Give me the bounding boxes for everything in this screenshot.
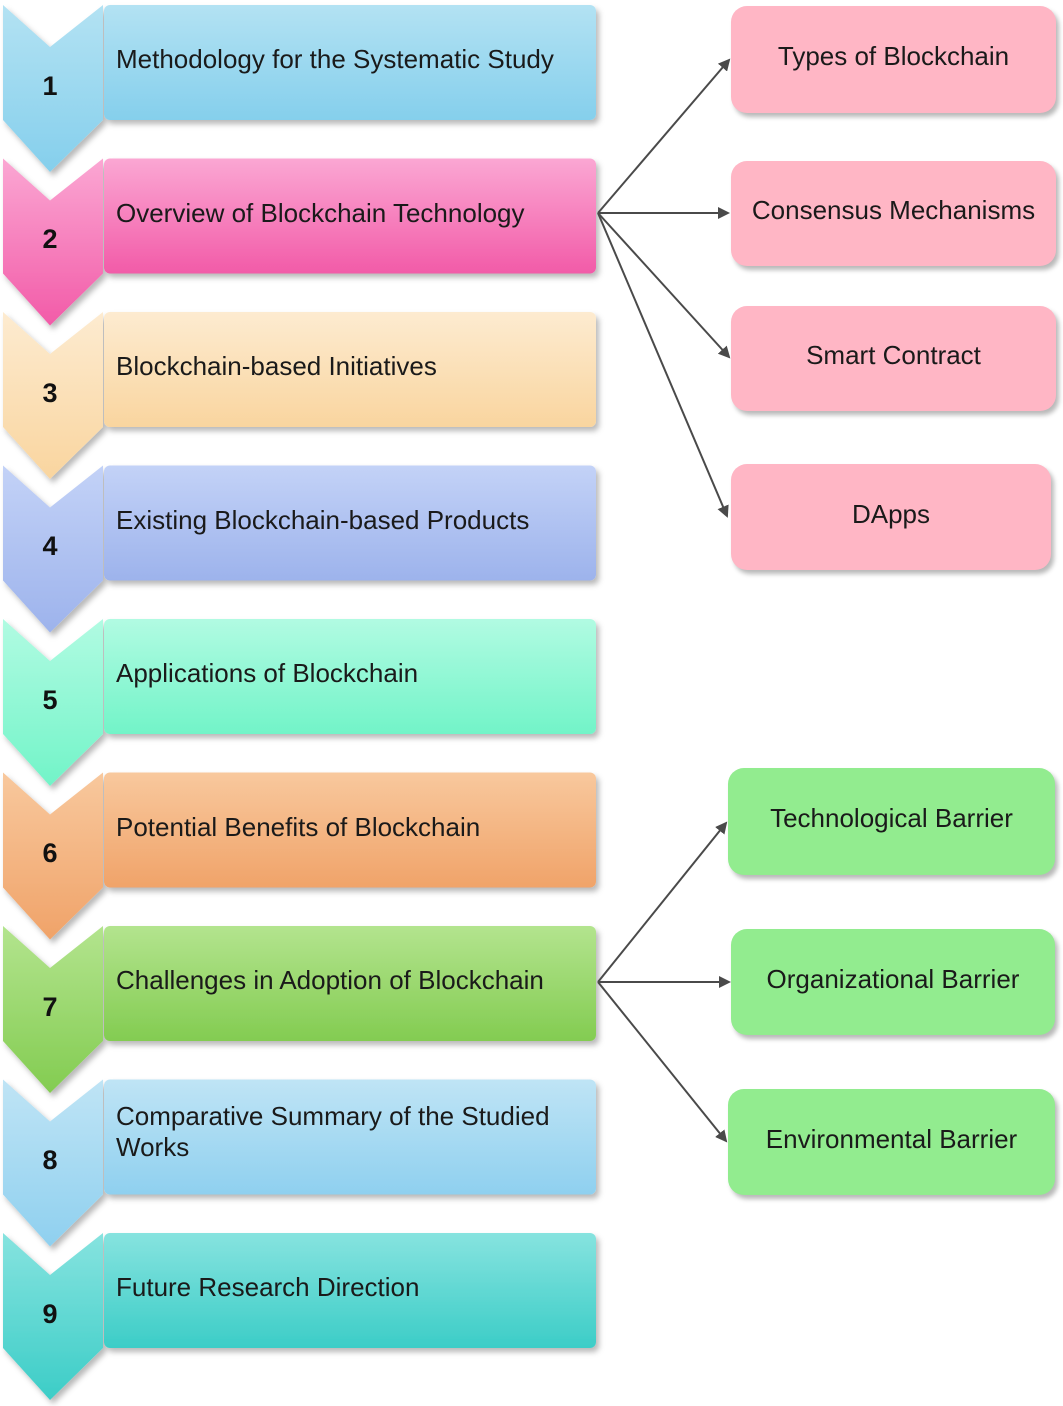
step-number-5: 5 [42,685,58,715]
arrow-to-types-of-blockchain [597,58,731,214]
step-1-chevron [3,5,103,172]
step-2-bar [104,158,596,274]
step-3-chevron [3,312,103,479]
step-3 [3,312,596,479]
step-4-bar [104,465,596,581]
step-label-2: Overview of Blockchain Technology [116,198,525,228]
step-4 [3,465,596,633]
barrier-label-environmental: Environmental Barrier [765,1123,1018,1154]
step-7 [3,926,596,1093]
step-8-bar [104,1079,596,1195]
barrier-box-organizational: Organizational Barrier [731,929,1055,1035]
step-6-bar [104,772,596,888]
topic-box-dapps: DApps [731,464,1051,570]
topic-box-consensus-mechanisms: Consensus Mechanisms [731,161,1056,266]
arrow-to-dapps [597,212,729,518]
step-3-bar [104,312,596,427]
topic-box-smart-contract: Smart Contract [731,306,1056,411]
step-7-chevron [3,926,103,1093]
step-number-4: 4 [42,531,58,561]
step-1-bar [104,5,596,120]
arrow-to-smart-contract [597,212,731,359]
step-7-bar [104,926,596,1041]
step-5-chevron [3,619,103,786]
barrier-box-technological: Technological Barrier [728,768,1055,875]
step-6 [3,772,596,940]
step-8-chevron [3,1079,103,1247]
arrows-layer [597,58,731,1143]
arrow-to-environmental-barrier [597,981,728,1143]
step-1 [3,5,596,172]
step-8 [3,1079,596,1247]
step-label-8: Comparative Summary of the Studied Works [116,1101,550,1162]
steps-layer [3,5,596,1400]
step-2-chevron [3,158,103,326]
step-label-5: Applications of Blockchain [116,658,419,688]
step-9-chevron [3,1233,103,1400]
step-label-9: Future Research Direction [116,1272,420,1302]
arrow-to-technological-barrier [597,821,728,983]
step-number-2: 2 [42,224,58,254]
step-number-7: 7 [42,992,58,1022]
topic-label-smart-contract: Smart Contract [806,340,981,370]
step-5-bar [104,619,596,734]
step-label-7: Challenges in Adoption of Blockchain [116,965,544,995]
step-label-1: Methodology for the Systematic Study [116,44,554,74]
topic-label-types-of-blockchain: Types of Blockchain [777,41,1010,71]
step-9-bar [104,1233,596,1348]
step-2 [3,158,596,326]
step-9 [3,1233,596,1400]
step-number-6: 6 [42,838,58,868]
step-label-4: Existing Blockchain-based Products [116,505,530,535]
step-4-chevron [3,465,103,633]
step-5 [3,619,596,786]
step-number-3: 3 [42,378,58,408]
step-6-chevron [3,772,103,940]
step-label-6: Potential Benefits of Blockchain [116,812,481,842]
barrier-label-organizational: Organizational Barrier [766,963,1020,994]
barrier-box-environmental: Environmental Barrier [728,1089,1055,1195]
topic-box-types-of-blockchain: Types of Blockchain [731,6,1056,113]
step-number-8: 8 [42,1145,58,1175]
topic-label-dapps: DApps [851,498,931,529]
barrier-label-technological: Technological Barrier [770,803,1013,833]
step-number-1: 1 [42,71,58,101]
step-label-3: Blockchain-based Initiatives [116,351,437,381]
topic-label-consensus-mechanisms: Consensus Mechanisms [751,195,1036,225]
step-number-9: 9 [42,1299,58,1329]
